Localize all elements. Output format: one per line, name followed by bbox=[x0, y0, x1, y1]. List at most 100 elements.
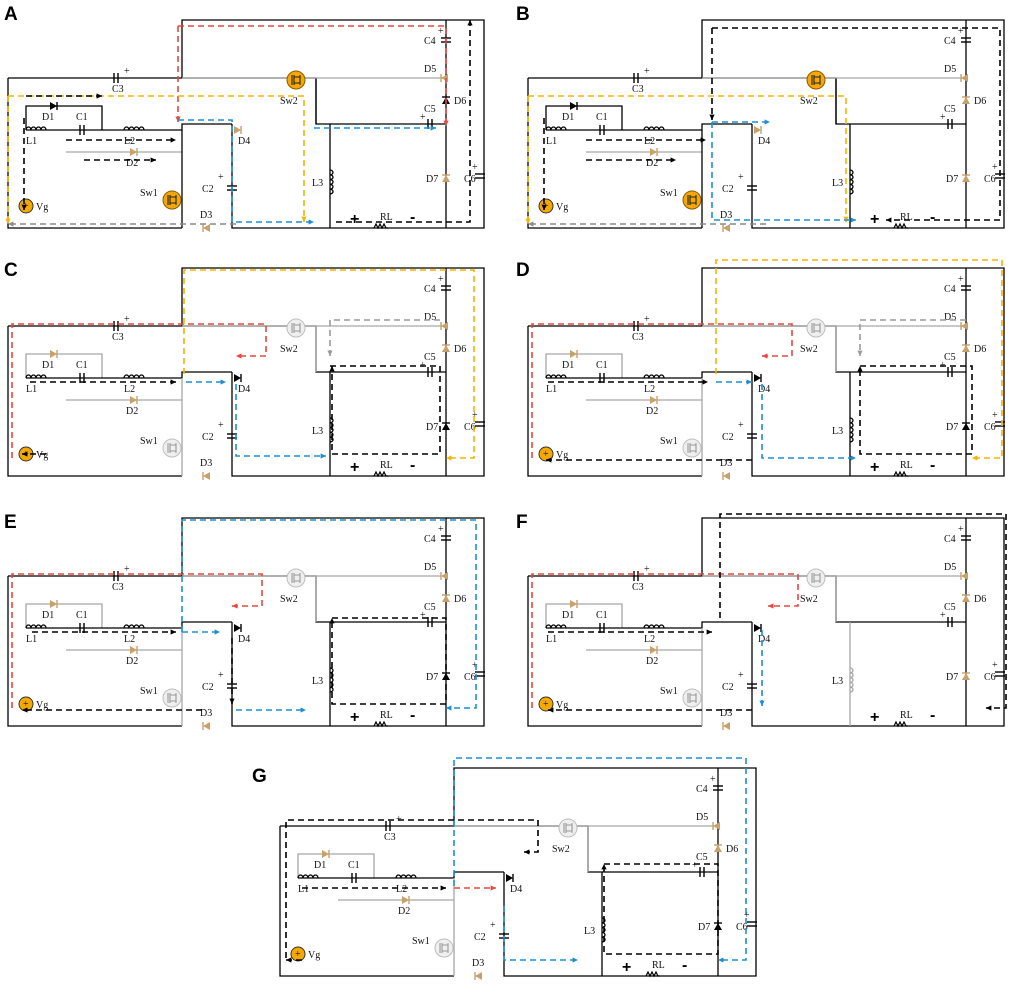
sw2-label: Sw2 bbox=[280, 96, 298, 107]
current-arrowhead bbox=[8, 221, 14, 227]
d4-diode-icon bbox=[234, 374, 242, 382]
sw1-label: Sw1 bbox=[660, 436, 678, 447]
current-arrowhead bbox=[236, 353, 242, 359]
d4-diode-icon bbox=[754, 126, 762, 134]
current-path-2 bbox=[719, 513, 1007, 709]
l3-label: L3 bbox=[312, 178, 323, 189]
l2-label: L2 bbox=[124, 634, 135, 645]
load-minus-sign: - bbox=[930, 457, 935, 474]
d1-label: D1 bbox=[314, 860, 326, 871]
c1-capacitor-icon bbox=[79, 125, 85, 135]
c5-polarity: + bbox=[420, 610, 426, 621]
sw1-label: Sw1 bbox=[412, 936, 430, 947]
current-arrowhead bbox=[670, 157, 676, 163]
d1-diode-icon bbox=[570, 350, 578, 358]
c3-capacitor-icon bbox=[385, 821, 391, 831]
rl-resistor-icon bbox=[893, 720, 908, 728]
current-path-6 bbox=[859, 365, 973, 455]
c5-capacitor-icon bbox=[947, 119, 953, 129]
l2-label: L2 bbox=[124, 384, 135, 395]
c2-capacitor-icon bbox=[747, 185, 757, 191]
l1-inductor-icon bbox=[25, 126, 47, 131]
d5-diode-icon bbox=[440, 74, 448, 82]
l1-label: L1 bbox=[26, 136, 37, 147]
d3-diode-icon bbox=[722, 722, 730, 730]
upper-mid-wire bbox=[702, 325, 966, 373]
d4-label: D4 bbox=[758, 634, 770, 645]
vg-source-icon: + bbox=[538, 446, 554, 462]
load-plus-sign: + bbox=[350, 459, 359, 476]
l3-inductor-icon bbox=[601, 917, 606, 943]
sw1-label: Sw1 bbox=[660, 188, 678, 199]
d4-label: D4 bbox=[238, 634, 250, 645]
panel-label-f: F bbox=[516, 512, 528, 533]
d4-diode-icon bbox=[234, 126, 242, 134]
c3-capacitor-icon bbox=[113, 73, 119, 83]
current-arrowhead bbox=[170, 629, 176, 635]
d4-label: D4 bbox=[238, 136, 250, 147]
current-arrowhead bbox=[986, 705, 992, 711]
c6-polarity: + bbox=[992, 410, 998, 421]
outer-wire bbox=[528, 19, 1005, 229]
c5-label: C5 bbox=[944, 602, 956, 613]
rl-label: RL bbox=[900, 710, 913, 721]
vg-label: Vg bbox=[36, 700, 48, 711]
l1-label: L1 bbox=[546, 634, 557, 645]
sw2-label: Sw2 bbox=[800, 344, 818, 355]
c5-label: C5 bbox=[944, 352, 956, 363]
d5-label: D5 bbox=[424, 312, 436, 323]
current-arrowhead bbox=[972, 455, 978, 461]
current-path-2 bbox=[235, 384, 326, 457]
c6-label: C6 bbox=[464, 174, 476, 185]
l2-inductor-icon bbox=[123, 624, 145, 629]
d2-diode-icon bbox=[650, 646, 658, 654]
l3-label: L3 bbox=[312, 426, 323, 437]
l2-label: L2 bbox=[644, 634, 655, 645]
current-arrowhead bbox=[857, 366, 863, 372]
sw2-switch-icon bbox=[806, 70, 826, 90]
l3-inductor-icon bbox=[849, 667, 854, 693]
c5-polarity: + bbox=[420, 112, 426, 123]
d3-label: D3 bbox=[472, 958, 484, 969]
sw2-label: Sw2 bbox=[280, 594, 298, 605]
c3-capacitor-icon bbox=[113, 571, 119, 581]
current-arrowhead bbox=[764, 119, 770, 125]
c2-label: C2 bbox=[722, 682, 734, 693]
current-path-10 bbox=[336, 20, 471, 223]
sw2-switch-icon bbox=[286, 568, 306, 588]
c3-label: C3 bbox=[112, 84, 124, 95]
c4-polarity: + bbox=[710, 774, 716, 785]
l1-l2-wire bbox=[546, 371, 752, 379]
l1-label: L1 bbox=[546, 384, 557, 395]
c3-polarity: + bbox=[124, 66, 130, 77]
d6-diode-icon bbox=[962, 344, 970, 352]
c3-label: C3 bbox=[632, 84, 644, 95]
left-loop-wire bbox=[527, 326, 702, 477]
svg-text:+: + bbox=[543, 699, 549, 710]
current-arrowhead bbox=[759, 700, 765, 706]
c3-label: C3 bbox=[112, 332, 124, 343]
current-arrowhead bbox=[96, 93, 102, 99]
rl-resistor-icon bbox=[373, 470, 388, 478]
outer-wire bbox=[280, 767, 757, 977]
c2-label: C2 bbox=[722, 184, 734, 195]
l1-inductor-icon bbox=[545, 126, 567, 131]
d4-label: D4 bbox=[758, 384, 770, 395]
c2-capacitor-icon bbox=[747, 433, 757, 439]
l2-label: L2 bbox=[644, 384, 655, 395]
current-arrowhead bbox=[22, 707, 28, 713]
current-arrowhead bbox=[446, 455, 452, 461]
l1-l2-wire bbox=[546, 621, 752, 629]
current-arrowhead bbox=[308, 219, 314, 225]
rl-resistor-icon bbox=[645, 970, 660, 978]
d4-diode-icon bbox=[506, 874, 514, 882]
load-plus-sign: + bbox=[870, 459, 879, 476]
c5-polarity: + bbox=[692, 860, 698, 871]
sw1-switch-icon bbox=[162, 688, 182, 708]
d7-label: D7 bbox=[946, 672, 958, 683]
c4-label: C4 bbox=[944, 36, 956, 47]
c3-label: C3 bbox=[384, 832, 396, 843]
c4-capacitor-icon bbox=[713, 785, 723, 791]
